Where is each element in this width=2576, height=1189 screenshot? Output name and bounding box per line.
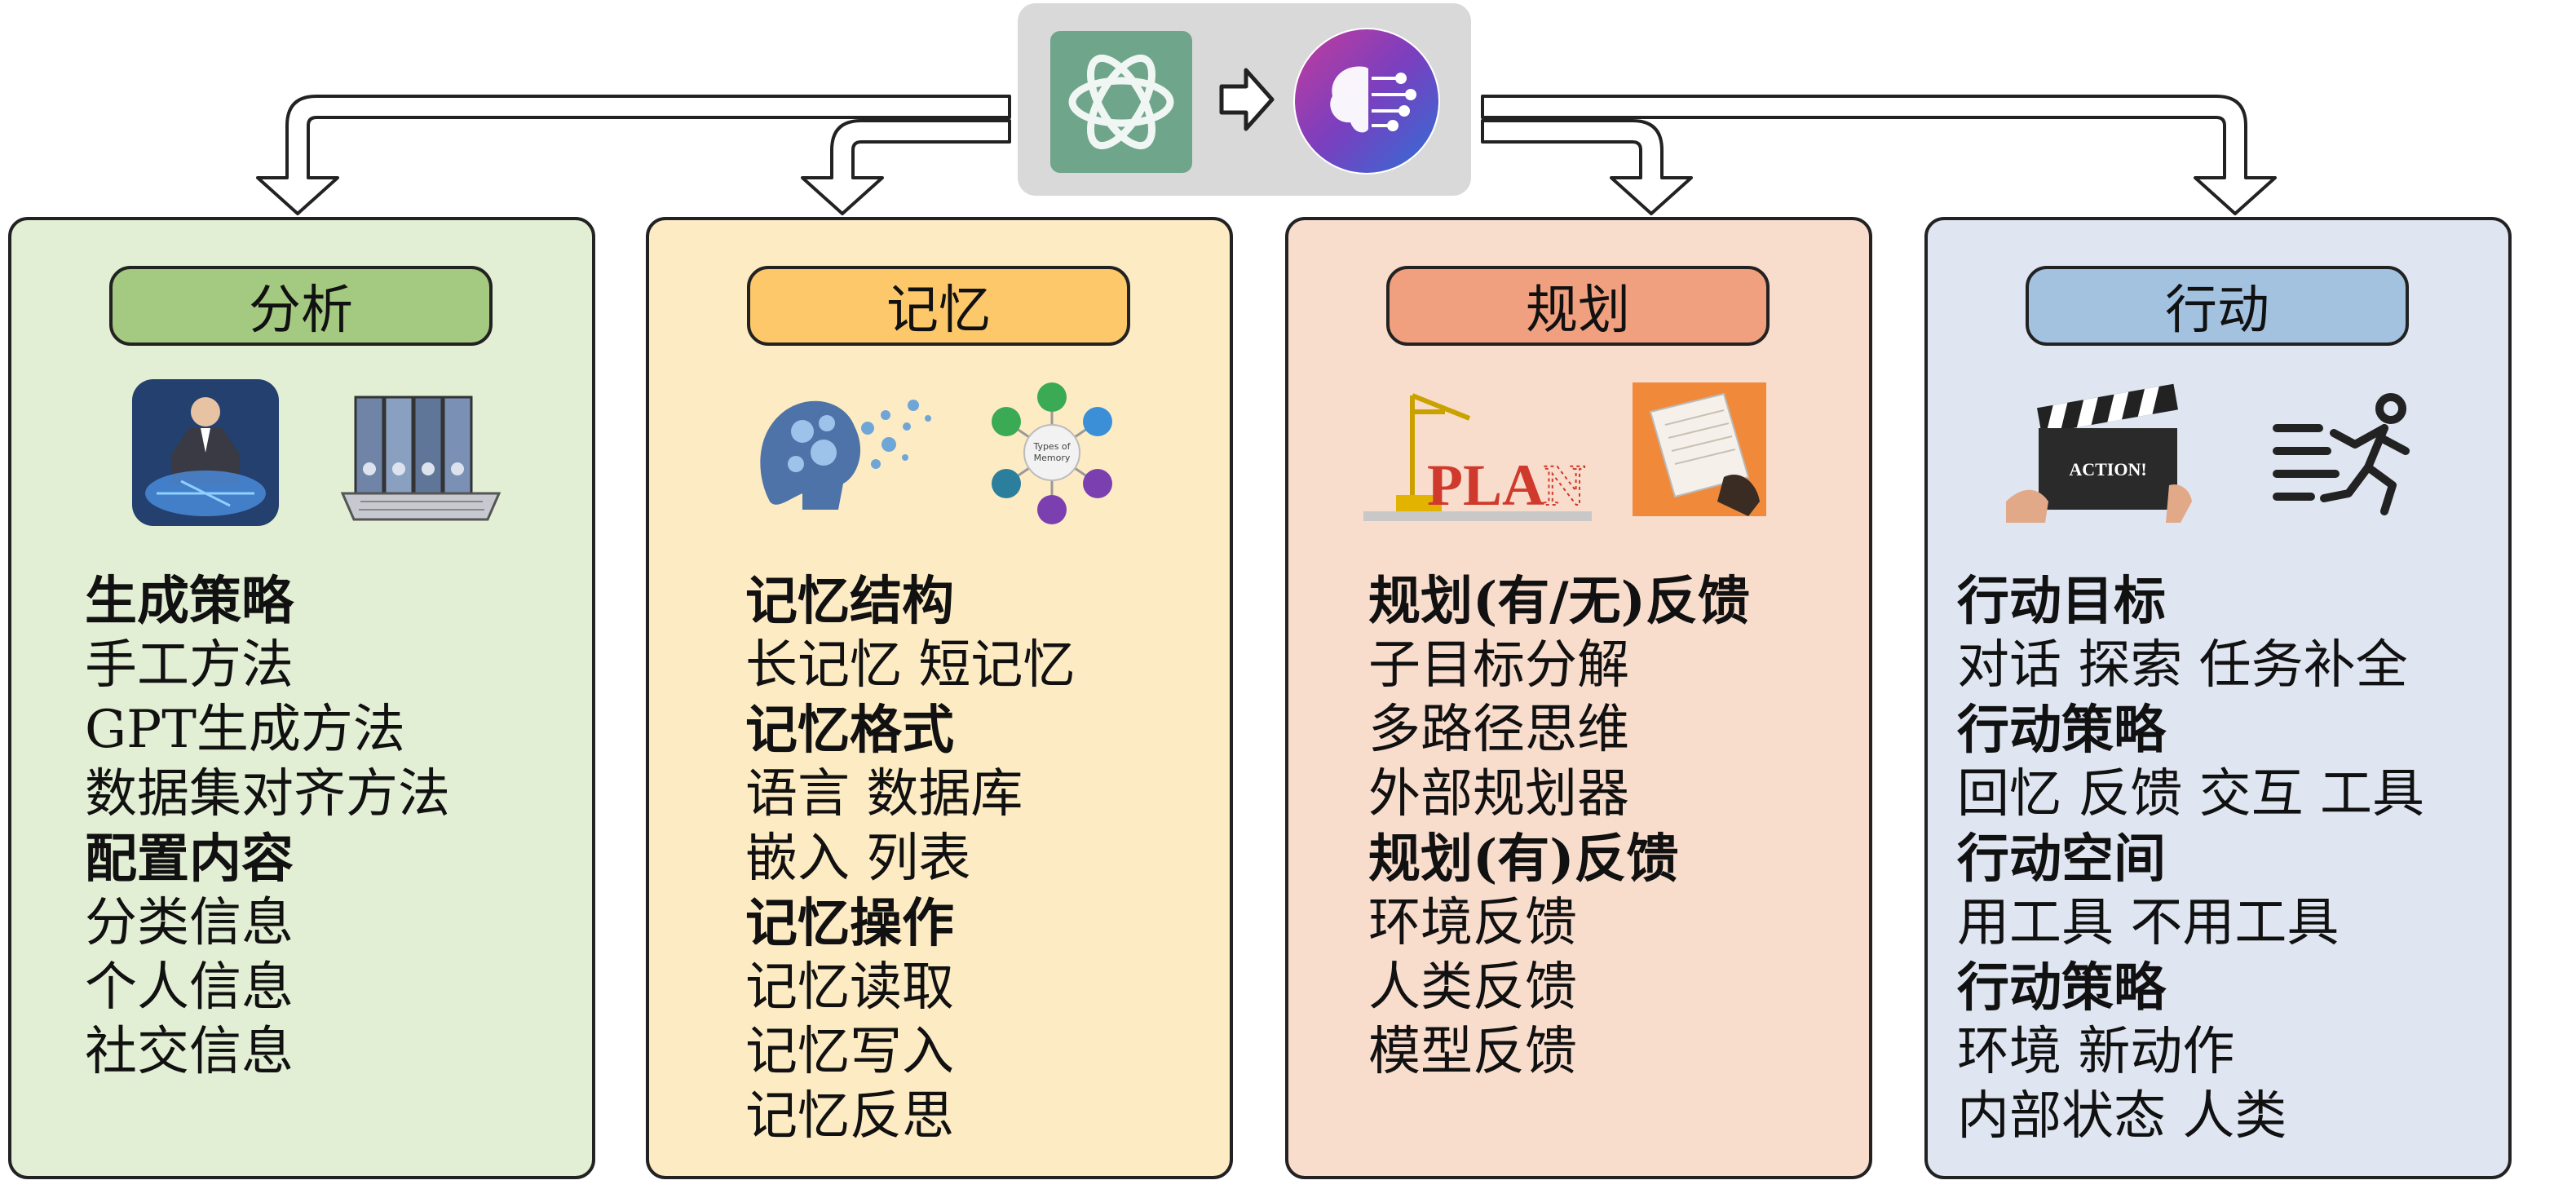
svg-text:Types of: Types of — [1032, 441, 1071, 452]
list-item: 用工具 不用工具 — [1957, 893, 2340, 953]
section-heading: 行动策略 — [1957, 957, 2166, 1019]
list-item: 社交信息 — [85, 1022, 294, 1082]
clapperboard-image: ACTION! — [2006, 379, 2194, 526]
list-item: 回忆 反馈 交互 工具 — [1957, 764, 2425, 824]
section-heading: 配置内容 — [85, 829, 294, 890]
model-box — [1018, 3, 1471, 196]
section-heading: 规划(有)反馈 — [1368, 829, 1679, 890]
arrow-to-memory — [801, 119, 1011, 215]
arrow-to-planning — [1481, 119, 1693, 215]
action-items: 行动目标对话 探索 任务补全行动策略回忆 反馈 交互 工具行动空间用工具 不用工… — [1957, 569, 2500, 1149]
svg-text:PLA: PLA — [1427, 453, 1544, 518]
list-item: 长记忆 短记忆 — [745, 635, 1076, 696]
list-item: 分类信息 — [85, 893, 294, 953]
list-item: 多路径思维 — [1368, 700, 1629, 760]
list-item: 语言 数据库 — [745, 764, 1023, 824]
svg-text:N: N — [1543, 453, 1585, 518]
panel-title: 行动 — [2026, 266, 2409, 346]
list-item: 手工方法 — [85, 635, 294, 696]
panel-planning: 规划 PLA N 规划(有/无)反馈子目标分解多路径思维外部规划器规划(有)反馈… — [1285, 217, 1872, 1179]
list-item: 模型反馈 — [1368, 1022, 1577, 1082]
openai-logo-icon — [1050, 31, 1192, 173]
section-heading: 行动策略 — [1957, 700, 2166, 761]
list-item: 记忆写入 — [745, 1022, 954, 1082]
section-heading: 记忆操作 — [745, 893, 954, 954]
list-item: 对话 探索 任务补全 — [1957, 635, 2408, 696]
list-item: 外部规划器 — [1368, 764, 1629, 824]
panel-title: 记忆 — [747, 266, 1130, 346]
list-item: 人类反馈 — [1368, 957, 1577, 1018]
section-heading: 生成策略 — [85, 571, 294, 632]
ai-brain-icon — [1293, 28, 1440, 175]
business-person-image — [132, 379, 279, 526]
section-heading: 记忆格式 — [745, 700, 954, 761]
arrow-to-action — [1481, 95, 2277, 215]
running-person-icon — [2270, 379, 2425, 526]
panel-memory: 记忆 Types of Memory 记忆结构长记忆 短记忆记忆格式语言 数据库… — [646, 217, 1233, 1179]
binders-laptop-image — [336, 379, 507, 526]
panel-title: 分析 — [109, 266, 493, 346]
list-item: GPT生成方法 — [85, 700, 405, 760]
list-item: 数据集对齐方法 — [85, 764, 450, 824]
list-item: 子目标分解 — [1368, 635, 1629, 696]
panel-title: 规划 — [1386, 266, 1770, 346]
brain-gears-image — [745, 379, 941, 526]
types-of-memory-image: Types of Memory — [970, 379, 1133, 526]
list-item: 嵌入 列表 — [745, 829, 971, 889]
section-heading: 行动目标 — [1957, 571, 2166, 632]
panel-action: 行动 ACTION! 行 — [1924, 217, 2512, 1179]
list-item: 记忆反思 — [745, 1086, 954, 1147]
list-item: 环境反馈 — [1368, 893, 1577, 953]
list-item: 内部状态 人类 — [1957, 1086, 2287, 1147]
section-heading: 记忆结构 — [745, 571, 954, 632]
list-item: 个人信息 — [85, 957, 294, 1018]
list-item: 记忆读取 — [745, 957, 954, 1018]
plan-crane-image: PLA N — [1363, 379, 1592, 526]
section-heading: 规划(有/无)反馈 — [1368, 571, 1750, 632]
svg-text:Memory: Memory — [1034, 453, 1071, 463]
planning-items: 规划(有/无)反馈子目标分解多路径思维外部规划器规划(有)反馈环境反馈人类反馈模… — [1368, 569, 1861, 1085]
list-item: 环境 新动作 — [1957, 1022, 2235, 1082]
svg-text:ACTION!: ACTION! — [2069, 459, 2146, 480]
section-heading: 行动空间 — [1957, 829, 2166, 890]
right-arrow-icon — [1219, 68, 1275, 131]
paper-hand-image — [1626, 379, 1773, 526]
arrow-to-analysis — [256, 95, 1011, 215]
memory-items: 记忆结构长记忆 短记忆记忆格式语言 数据库嵌入 列表记忆操作记忆读取记忆写入记忆… — [745, 569, 1222, 1149]
